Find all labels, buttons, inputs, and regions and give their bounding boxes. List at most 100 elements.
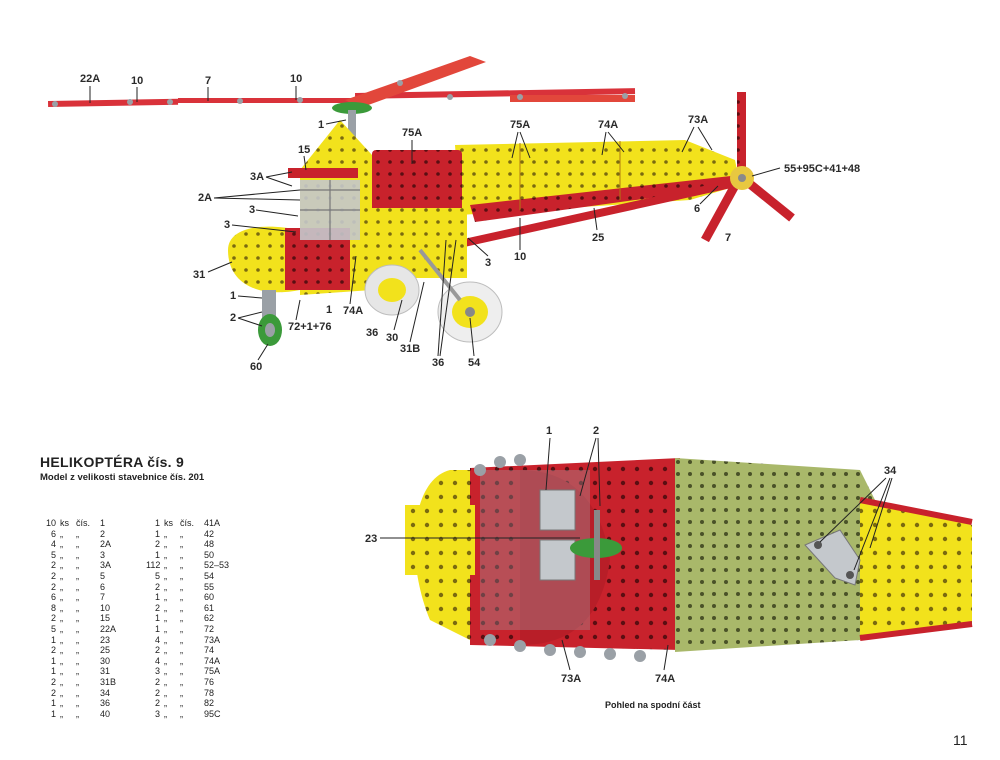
parts-unit-ks: „	[60, 708, 63, 719]
callout-3c: 3	[485, 257, 491, 269]
landing-gear	[258, 248, 503, 346]
parts-num: 36	[100, 698, 111, 709]
parts-qty: 6	[50, 592, 56, 603]
parts-qty: 10	[45, 518, 56, 528]
parts-unit-cis: „	[180, 539, 183, 550]
parts-unit-ks: „	[164, 570, 167, 581]
underside-body	[405, 454, 973, 662]
callout-10c: 10	[514, 251, 526, 263]
tail-rotor	[701, 92, 795, 243]
parts-unit-ks: „	[164, 645, 167, 656]
callout-b23: 23	[365, 533, 377, 545]
parts-unit-ks: ks	[164, 518, 173, 528]
parts-unit-cis: „	[76, 645, 79, 656]
parts-num: 73A	[204, 634, 221, 645]
callout-b1: 1	[546, 425, 552, 437]
parts-unit-cis: „	[76, 613, 79, 624]
callout-1a: 1	[230, 290, 236, 302]
parts-unit-cis: „	[180, 549, 183, 560]
parts-unit-ks: „	[60, 698, 63, 709]
main-rotor	[48, 56, 636, 140]
parts-num: 3	[100, 549, 106, 560]
callout-10b: 10	[290, 73, 302, 85]
parts-unit-cis: čís.	[180, 518, 195, 528]
parts-unit-ks: „	[164, 698, 167, 709]
parts-qty: 2	[50, 613, 56, 624]
parts-num: 2A	[100, 539, 112, 550]
callout-3b: 3	[224, 219, 230, 231]
parts-num: 5	[100, 570, 106, 581]
callout-31: 31	[193, 269, 205, 281]
callout-31B: 31B	[400, 343, 420, 355]
callout-36a: 36	[366, 327, 378, 339]
parts-num: 48	[204, 539, 215, 550]
parts-num: 78	[204, 687, 215, 698]
underside-caption: Pohled na spodní část	[605, 700, 701, 710]
parts-unit-cis: čís.	[76, 518, 91, 528]
parts-qty: 1	[50, 708, 56, 719]
callout-2A: 2A	[198, 192, 212, 204]
parts-num: 62	[204, 613, 215, 624]
callout-b34: 34	[884, 465, 897, 477]
parts-unit-ks: „	[164, 655, 167, 666]
parts-qty: 1	[50, 698, 56, 709]
parts-unit-ks: „	[164, 613, 167, 624]
parts-unit-cis: „	[180, 613, 183, 624]
parts-unit-cis: „	[180, 708, 183, 719]
parts-unit-ks: „	[60, 528, 63, 539]
parts-unit-cis: „	[76, 581, 79, 592]
helicopter-illustration: 22A 10 7 10 1 75A 75A 74A 73A 15 3A 2A 3	[48, 56, 860, 373]
parts-unit-ks: ks	[60, 518, 69, 528]
parts-num: 30	[100, 655, 111, 666]
parts-num: 82	[204, 698, 215, 709]
callout-30: 30	[386, 332, 398, 344]
parts-unit-cis: „	[76, 698, 79, 709]
parts-unit-cis: „	[180, 655, 183, 666]
parts-unit-cis: „	[180, 698, 183, 709]
parts-num: 75A	[204, 666, 221, 677]
parts-unit-ks: „	[164, 528, 167, 539]
parts-qty: 4	[154, 634, 160, 645]
callout-74A-b: 74A	[343, 305, 363, 317]
parts-unit-ks: „	[60, 602, 63, 613]
callout-1-top: 1	[318, 119, 324, 131]
parts-unit-ks: „	[60, 549, 63, 560]
parts-unit-ks: „	[164, 676, 167, 687]
parts-num: 34	[100, 687, 111, 698]
parts-num: 52–53	[204, 560, 230, 571]
parts-unit-ks: „	[60, 655, 63, 666]
parts-unit-cis: „	[180, 592, 183, 603]
parts-qty: 4	[50, 539, 56, 550]
helicopter-cabin	[228, 120, 467, 295]
callout-b74A: 74A	[655, 673, 675, 685]
parts-qty: 1	[50, 634, 56, 645]
page-number: 11	[953, 732, 968, 748]
parts-qty: 5	[154, 570, 160, 581]
callout-73A: 73A	[688, 114, 708, 126]
model-header: HELIKOPTÉRA čís. 9 Model z velikosti sta…	[40, 454, 340, 483]
parts-unit-ks: „	[164, 708, 167, 719]
parts-num: 7	[100, 592, 106, 603]
parts-num: 74A	[204, 655, 221, 666]
parts-num: 22A	[100, 623, 117, 634]
parts-num: 95C	[204, 708, 221, 719]
parts-unit-ks: „	[60, 634, 63, 645]
parts-qty: 2	[154, 539, 160, 550]
parts-unit-cis: „	[76, 560, 79, 571]
callout-1b: 1	[326, 304, 332, 316]
parts-unit-ks: „	[60, 560, 63, 571]
parts-qty: 4	[154, 655, 160, 666]
parts-unit-cis: „	[180, 581, 183, 592]
callout-3a: 3	[249, 204, 255, 216]
parts-qty: 3	[154, 666, 160, 677]
parts-unit-cis: „	[76, 708, 79, 719]
parts-unit-cis: „	[76, 549, 79, 560]
parts-unit-cis: „	[76, 634, 79, 645]
parts-qty: 1	[154, 518, 160, 528]
parts-unit-cis: „	[76, 666, 79, 677]
parts-num: 72	[204, 623, 215, 634]
parts-num: 10	[100, 602, 111, 613]
parts-qty: 2	[154, 676, 160, 687]
callout-7a: 7	[205, 75, 211, 87]
